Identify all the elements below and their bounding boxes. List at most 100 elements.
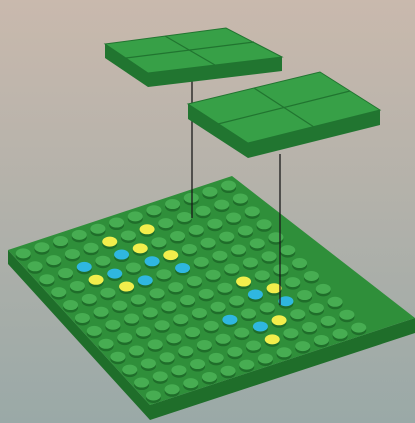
stud [72,230,87,240]
stud-yellow [133,243,148,253]
stud [204,321,219,331]
stud [87,326,102,336]
stud [177,212,192,222]
stud [233,193,248,203]
stud [328,297,343,307]
stud [255,270,270,280]
stud-yellow [236,277,251,287]
stud [219,232,234,242]
stud [277,347,292,357]
stud [190,359,205,369]
stud [292,258,307,268]
stud [245,206,260,216]
stud [151,237,166,247]
stud [221,366,236,376]
stud [180,295,195,305]
stud [316,284,331,294]
stud [257,219,272,229]
stud-blue [222,315,237,325]
stud [105,320,120,330]
stud [258,353,273,363]
stud [168,282,183,292]
stud [234,328,249,338]
stud [202,187,217,197]
stud [217,283,232,293]
stud [84,243,99,253]
stud [290,309,305,319]
stud [166,333,181,343]
stud-yellow [265,334,280,344]
stud [122,365,137,375]
stud-blue [138,275,153,285]
stud [239,360,254,370]
stud [314,335,329,345]
stud [136,326,151,336]
stud-blue [278,296,293,306]
stud [321,316,336,326]
stud [141,358,156,368]
stud [82,294,97,304]
stud [283,328,298,338]
stud [34,242,49,252]
stud [295,341,310,351]
stud [231,245,246,255]
stud [109,218,124,228]
stud-blue [175,263,190,273]
stud [194,257,209,267]
stud [75,313,90,323]
stud [209,353,224,363]
stud-yellow [89,275,104,285]
stud [143,307,158,317]
stud [273,264,288,274]
stud [285,277,300,287]
stud [241,309,256,319]
stud [280,245,295,255]
stud [131,294,146,304]
stud [156,269,171,279]
stud [212,251,227,261]
stud [28,261,43,271]
stud [165,384,180,394]
stud [339,310,354,320]
stud [224,264,239,274]
stud [90,224,105,234]
stud [246,341,261,351]
stud [134,378,149,388]
stud [170,231,185,241]
stud-blue [107,269,122,279]
stud [165,199,180,209]
stud [70,281,85,291]
stud [51,287,66,297]
stud [189,225,204,235]
stud [183,378,198,388]
stud [94,307,109,317]
stud [146,205,161,215]
stud [155,320,170,330]
stud [58,268,73,278]
stud [243,257,258,267]
stud-yellow [272,315,287,325]
stud [99,339,114,349]
stud-blue [145,256,160,266]
stud-blue [114,250,129,260]
stud [63,300,78,310]
stud-yellow [163,250,178,260]
stud-yellow [102,237,117,247]
stud [117,333,132,343]
stud [201,238,216,248]
stud [121,230,136,240]
stud [16,248,31,258]
stud [238,225,253,235]
stud [150,288,165,298]
stud [124,314,139,324]
stud [126,262,141,272]
stud [153,371,168,381]
stud [112,301,127,311]
stud-blue [77,262,92,272]
stud [202,372,217,382]
stud [171,365,186,375]
stud [192,308,207,318]
stud [110,352,125,362]
stud [211,302,226,312]
